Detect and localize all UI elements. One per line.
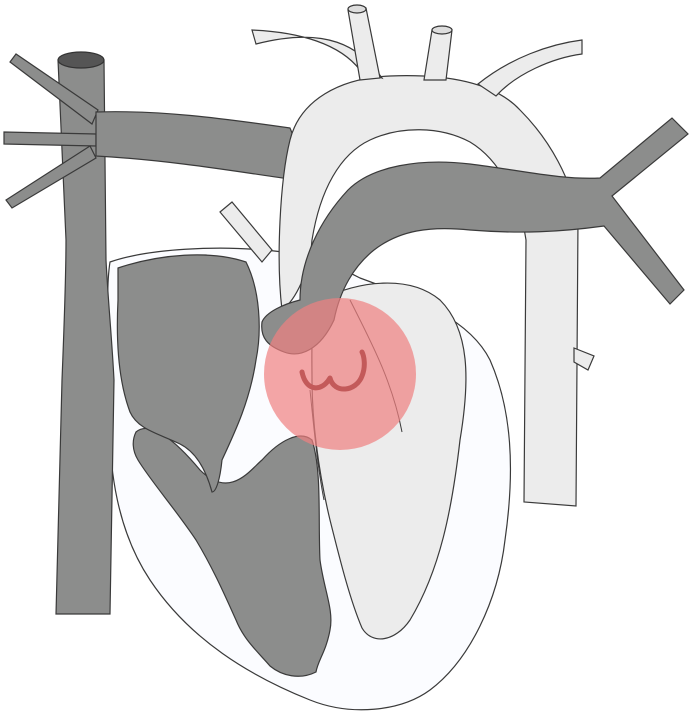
- left-common-carotid-opening: [348, 5, 366, 13]
- vena-cava-opening: [58, 52, 104, 68]
- highlight-marker: [264, 298, 416, 450]
- left-subclavian-branch: [424, 30, 452, 80]
- left-subclavian-artery: [478, 40, 582, 96]
- left-common-carotid: [348, 8, 380, 80]
- brachiocephalic-vein-mid: [4, 132, 96, 146]
- left-subclavian-opening: [432, 26, 452, 34]
- left-brachiocephalic-vein: [96, 112, 298, 180]
